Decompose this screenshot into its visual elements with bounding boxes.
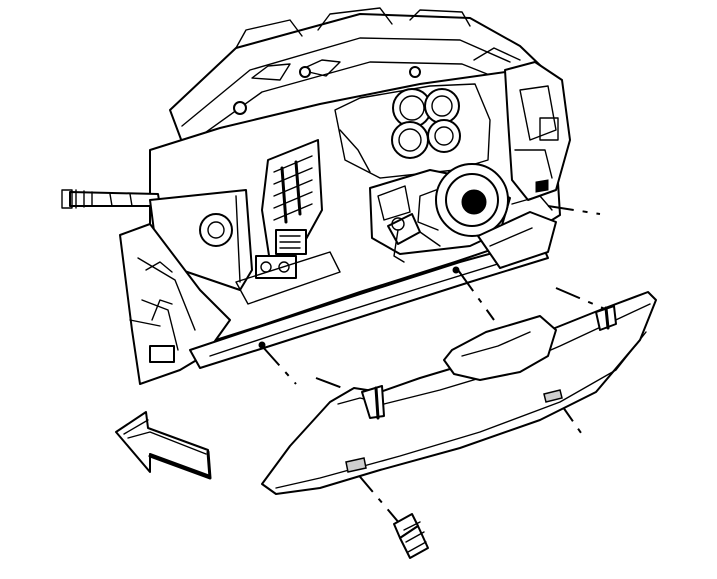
gauge-pods (391, 88, 461, 159)
direction-arrow (115, 411, 212, 480)
steering-column-shaft (61, 189, 161, 209)
right-lower-bracket (258, 179, 557, 349)
left-side-bracket (119, 189, 253, 385)
trim-clips (345, 305, 617, 473)
lower-trim-panel (261, 291, 657, 495)
instrument-panel-carrier (61, 7, 571, 385)
retaining-screw (393, 513, 429, 559)
center-vent (261, 139, 323, 263)
switch-bank (235, 251, 341, 305)
blower-motor (369, 163, 511, 263)
